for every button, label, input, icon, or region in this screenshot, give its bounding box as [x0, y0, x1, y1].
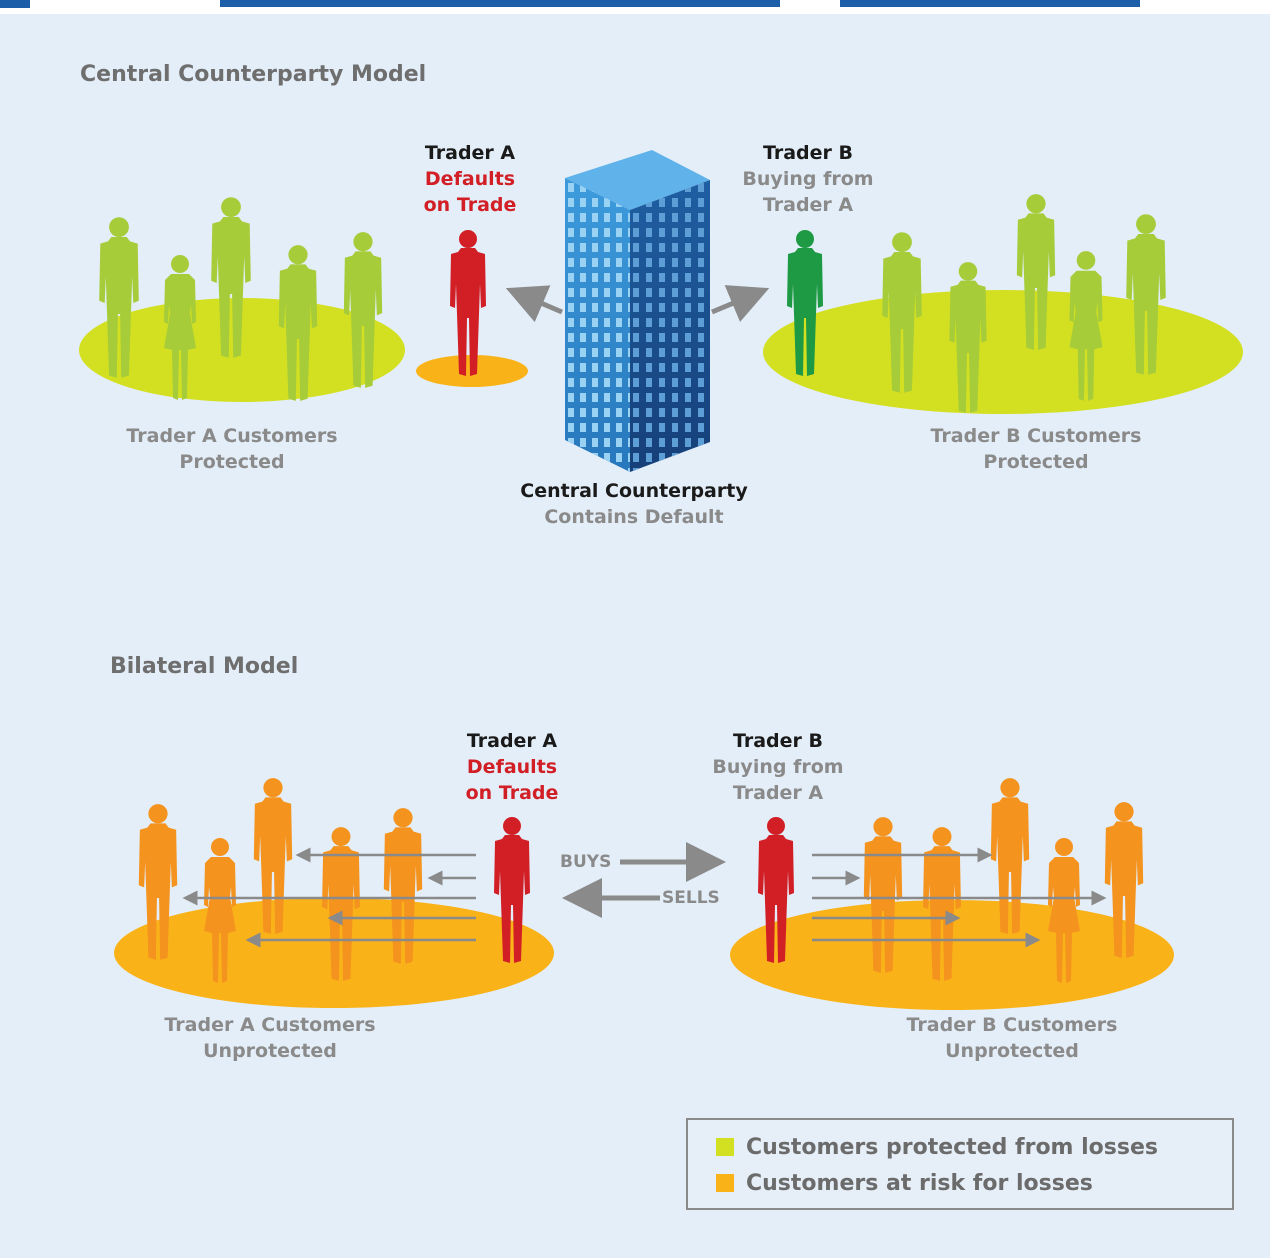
- trader-a-person-icon: [450, 230, 486, 376]
- trader-a-status-line1: Defaults: [424, 168, 516, 190]
- central-counterparty-label: Central Counterparty Contains Default: [484, 478, 784, 530]
- central-trader-b-label: Trader B Buying from Trader A: [728, 140, 888, 218]
- bilateral-trader-a-label: Trader A Defaults on Trade: [442, 728, 582, 806]
- trader-b-name: Trader B: [762, 142, 854, 164]
- cropped-title-fragment: [0, 0, 1140, 8]
- trader-a-status-line1: Defaults: [466, 756, 558, 778]
- trader-b-status-line2: Trader A: [732, 782, 824, 804]
- trader-b-customers-disc: [763, 290, 1243, 414]
- legend-swatch: [716, 1174, 734, 1192]
- legend-label: Customers protected from losses: [746, 1134, 1158, 1160]
- customers-a-line2: Protected: [179, 451, 285, 473]
- trader-b-status-line2: Trader A: [762, 194, 854, 216]
- bilateral-customers-b-label: Trader B Customers Unprotected: [872, 1012, 1152, 1064]
- bilateral-model: [114, 778, 1174, 1010]
- bilateral-trader-b-label: Trader B Buying from Trader A: [698, 728, 858, 806]
- buys-label: BUYS: [560, 852, 612, 872]
- legend-label: Customers at risk for losses: [746, 1170, 1093, 1196]
- central-customers-b-label: Trader B Customers Protected: [896, 423, 1176, 475]
- customers-a-line2: Unprotected: [203, 1040, 337, 1062]
- customers-b-line2: Protected: [983, 451, 1089, 473]
- customers-b-line1: Trader B Customers: [906, 1014, 1118, 1036]
- trader-a-name: Trader A: [424, 142, 516, 164]
- customers-b-line2: Unprotected: [945, 1040, 1079, 1062]
- bilateral-customers-a-label: Trader A Customers Unprotected: [130, 1012, 410, 1064]
- trader-b-claim-arrows: [812, 847, 1107, 948]
- legend: Customers protected from losses Customer…: [686, 1118, 1234, 1210]
- counterparty-status: Contains Default: [544, 506, 724, 528]
- customers-b-line1: Trader B Customers: [930, 425, 1142, 447]
- customers-a-line1: Trader A Customers: [164, 1014, 376, 1036]
- legend-item-protected: Customers protected from losses: [716, 1132, 1158, 1162]
- trader-a-customers-disc: [79, 298, 405, 402]
- trader-a-status-line2: on Trade: [465, 782, 559, 804]
- legend-item-at-risk: Customers at risk for losses: [716, 1168, 1093, 1198]
- central-model: [79, 150, 1243, 472]
- trader-a-name: Trader A: [466, 730, 558, 752]
- trader-a-status-line2: on Trade: [423, 194, 517, 216]
- central-trader-a-label: Trader A Defaults on Trade: [400, 140, 540, 218]
- arrow-icon: [711, 285, 770, 322]
- sells-label: SELLS: [662, 888, 720, 908]
- central-customers-a-label: Trader A Customers Protected: [92, 423, 372, 475]
- customers-a-line1: Trader A Customers: [126, 425, 338, 447]
- trader-b-name: Trader B: [732, 730, 824, 752]
- counterparty-name: Central Counterparty: [520, 480, 748, 502]
- bilateral-model-title: Bilateral Model: [110, 654, 299, 679]
- legend-swatch: [716, 1138, 734, 1156]
- central-model-title: Central Counterparty Model: [80, 62, 427, 87]
- arrow-icon: [505, 285, 563, 323]
- trader-b-status-line1: Buying from: [742, 168, 874, 190]
- trader-b-status-line1: Buying from: [712, 756, 844, 778]
- central-counterparty-building-icon: [565, 150, 710, 472]
- cropped-title-band: [0, 0, 1270, 14]
- trader-a-claim-arrows: [182, 847, 476, 948]
